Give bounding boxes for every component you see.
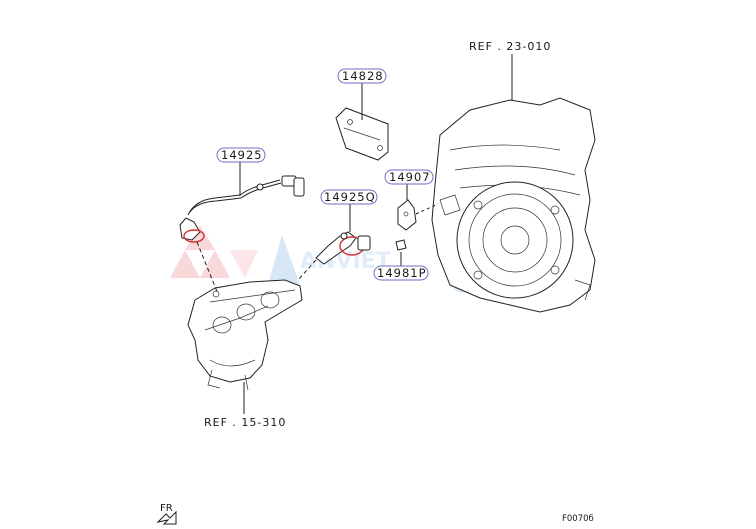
exhaust-manifold [187,279,303,391]
transmission-housing [431,97,596,313]
part-number-14981p: 14981P [377,266,427,280]
callout-14907[interactable]: 14907 [384,169,434,185]
figure-code: F0070б [562,514,594,524]
part-number-14828: 14828 [342,69,384,83]
front-direction-marker: FR [156,503,177,525]
ref-manifold-label: REF . 15-310 [204,416,286,429]
bracket-14907 [397,199,439,231]
part-number-14925q: 14925Q [324,190,376,204]
leader-lines [239,54,513,414]
front-arrow-icon [156,510,177,525]
part-number-14925: 14925 [221,148,263,162]
ref-transmission-label: REF . 23-010 [469,40,551,53]
callout-14981p[interactable]: 14981P [373,265,429,281]
front-marker-label: FR [160,503,173,514]
bolt-14981p [395,239,407,251]
bracket-14828 [335,107,389,161]
part-number-14907: 14907 [389,170,431,184]
callout-14925q[interactable]: 14925Q [320,189,378,205]
oxygen-sensor-lower [297,231,371,281]
callout-14925[interactable]: 14925 [216,147,266,163]
callout-14828[interactable]: 14828 [337,68,387,84]
